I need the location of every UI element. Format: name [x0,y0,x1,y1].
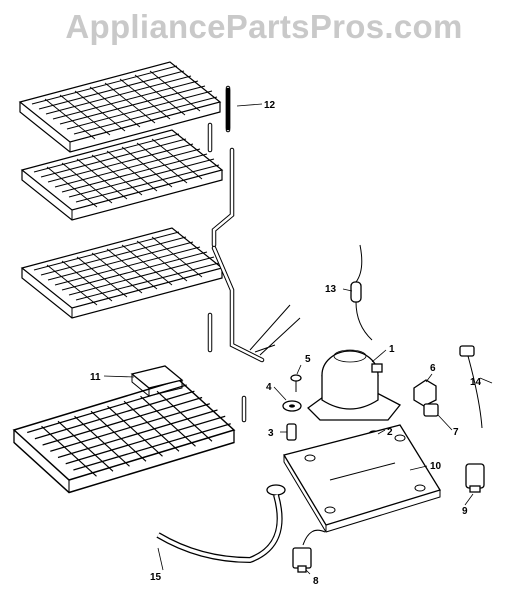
power-cord [459,345,483,429]
sleeve [286,423,297,441]
compressor-base-plate [282,424,441,533]
callout-14: 14 [470,377,482,388]
callout-8: 8 [313,576,319,587]
washer [282,400,302,412]
overload [423,403,439,417]
callout-5: 5 [305,354,311,365]
watermark-text: AppliancePartsPros.com [65,8,463,45]
callout-12: 12 [264,100,276,111]
power-connector [292,529,326,573]
callout-2: 2 [387,427,393,438]
filter-drier [350,244,373,341]
drain-hose [156,484,286,564]
callout-6: 6 [430,363,436,374]
compressor [307,349,402,421]
callout-15: 15 [150,572,162,583]
relay [413,379,437,407]
callout-1: 1 [389,344,395,355]
callout-13: 13 [325,284,337,295]
evaporator-coil-tray-2 [21,129,223,221]
refrigerant-tubing [207,85,301,423]
condenser-coil-tray [13,379,235,494]
insulation-block [130,365,184,397]
callout-11: 11 [90,372,101,383]
callout-3: 3 [268,428,274,439]
screw [290,374,302,392]
evaporator-coil-tray-1 [19,61,221,153]
switch [465,463,485,493]
callout-10: 10 [430,461,442,472]
callout-9: 9 [462,506,468,517]
callout-4: 4 [266,382,272,393]
leader-lines [103,103,493,575]
callout-7: 7 [453,427,459,438]
evaporator-coil-tray-3 [21,227,223,319]
